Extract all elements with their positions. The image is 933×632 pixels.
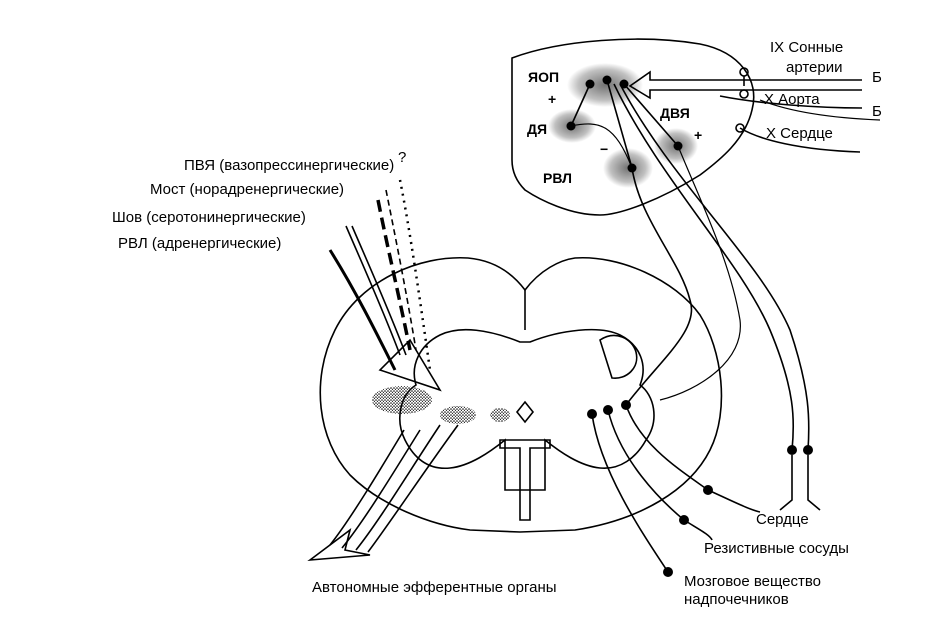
unknown-pathway-marker: ? — [398, 149, 406, 166]
efferent-outputs: Сердце Резистивные сосуды Мозговое вещес… — [591, 404, 849, 608]
label-autonomic-effectors: Автономные эфферентные органы — [312, 579, 557, 596]
yaop-nucleus — [567, 63, 643, 107]
label-x-aorta: X Аорта — [764, 91, 820, 108]
pathway-labels: ПВЯ (вазопрессинергические) Мост (норадр… — [112, 149, 406, 252]
supraspinal-pathways — [328, 179, 442, 392]
descending-fibers — [613, 83, 810, 451]
label-resistive-vessels: Резистивные сосуды — [704, 540, 849, 557]
label-most: Мост (норадренергические) — [150, 181, 344, 198]
label-rvl: РВЛ — [543, 170, 572, 186]
central-canal — [515, 400, 535, 424]
label-ix-carotid: IX Сонные — [770, 39, 843, 56]
label-heart: Сердце — [756, 511, 809, 528]
label-b2: Б — [872, 103, 882, 120]
label-rvl-pathway: РВЛ (адренергические) — [118, 235, 281, 252]
label-adrenal-medulla: Мозговое вещество — [684, 573, 821, 590]
label-b1: Б — [872, 69, 882, 86]
label-yaop: ЯОП — [528, 69, 559, 85]
iml-column-inner — [490, 408, 510, 422]
afferent-nerves: IX Сонные артерии X Аорта X Сердце Б Б — [628, 39, 882, 153]
label-ix-arteries: артерии — [786, 59, 843, 76]
label-shov: Шов (серотонинергические) — [112, 209, 306, 226]
label-dya: ДЯ — [527, 121, 547, 137]
plus-sign: + — [548, 91, 556, 107]
medulla-section: ЯОП + ДЯ − РВЛ ДВЯ + — [511, 38, 755, 216]
iml-column-mid — [440, 406, 476, 424]
autonomic-output-arrow: Автономные эфферентные органы — [307, 424, 557, 596]
iml-column-left — [372, 386, 432, 414]
label-adrenal-medulla-2: надпочечников — [684, 591, 789, 608]
spinal-cord-section — [319, 256, 723, 533]
minus-sign: − — [600, 141, 608, 157]
plus-sign: + — [694, 127, 702, 143]
label-dvya: ДВЯ — [660, 105, 690, 121]
label-x-heart: X Сердце — [766, 125, 833, 142]
label-pvya: ПВЯ (вазопрессинергические) — [184, 157, 394, 174]
